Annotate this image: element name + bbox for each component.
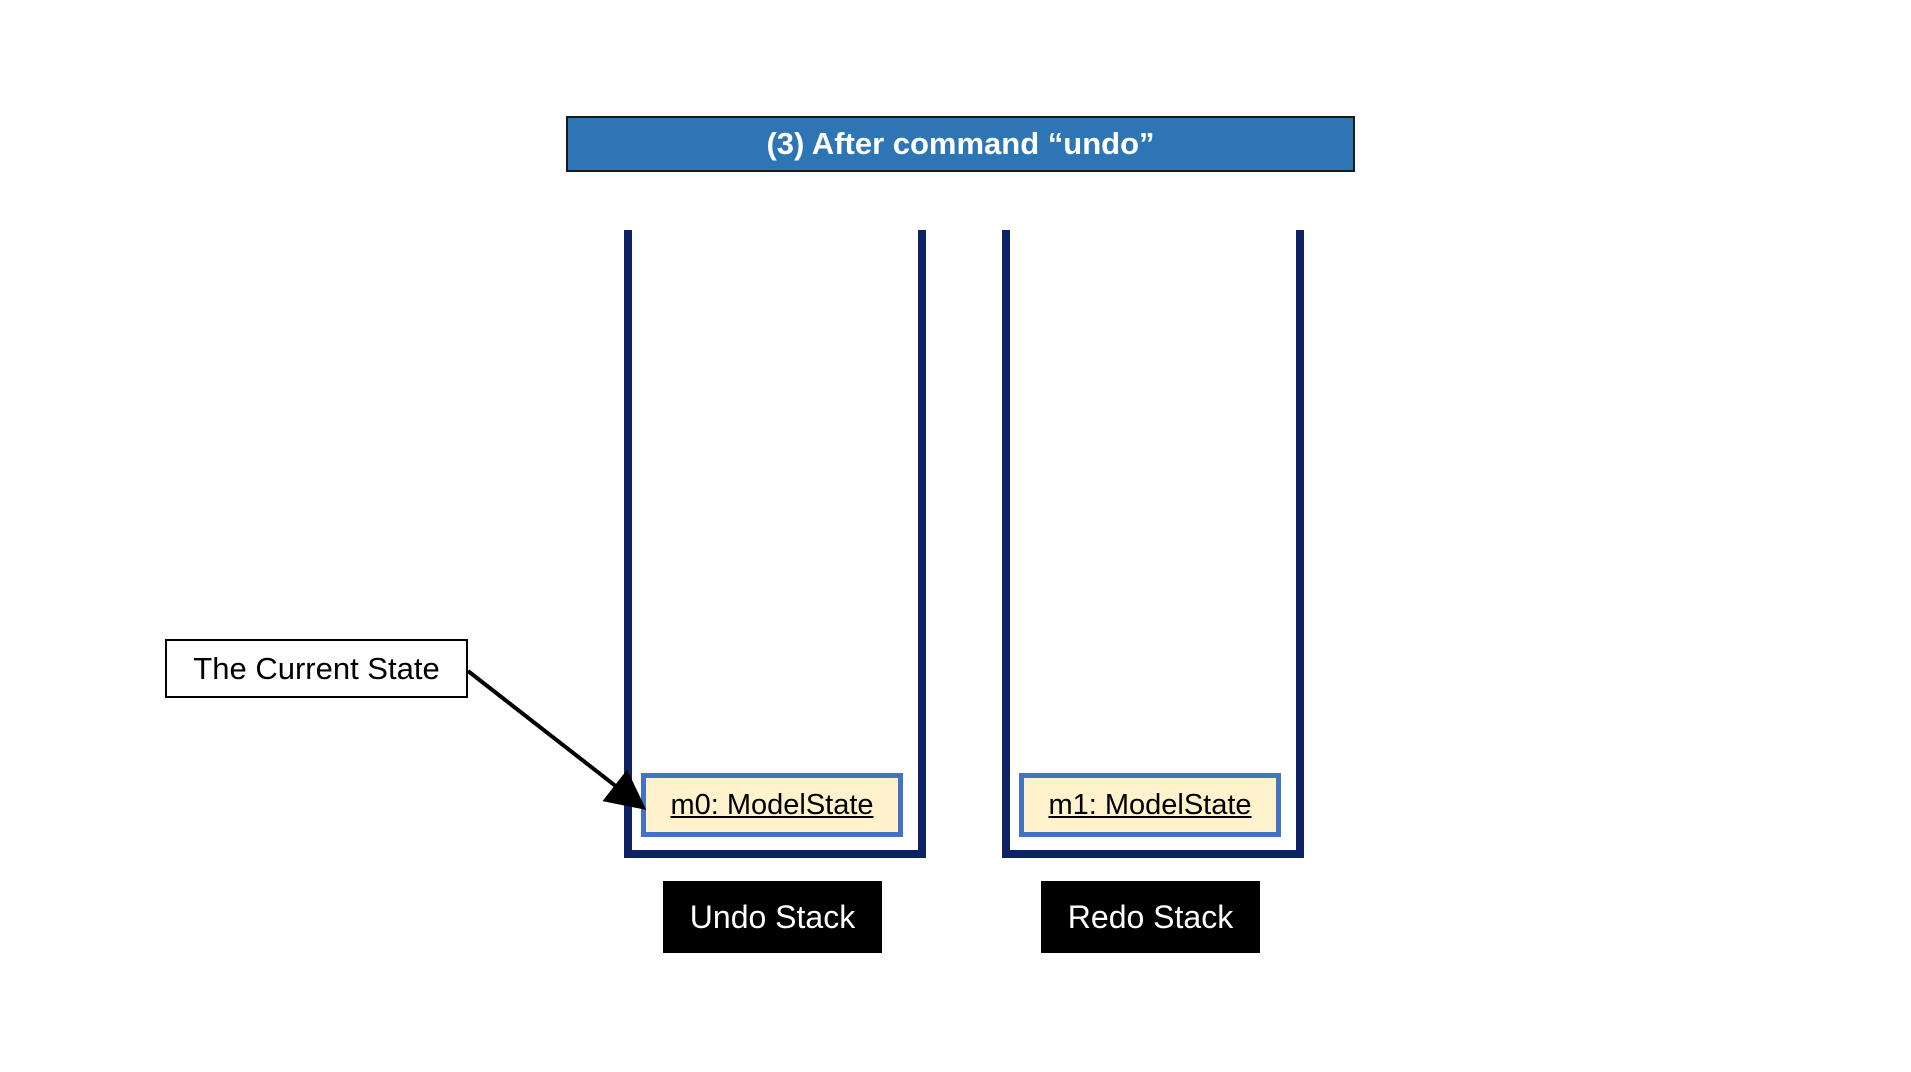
diagram-title: (3) After command “undo” (566, 116, 1355, 172)
undo-stack-container (624, 230, 926, 858)
pointer-arrow-line (466, 669, 647, 810)
redo-stack-container (1002, 230, 1304, 858)
redo-stack-label: Redo Stack (1041, 881, 1260, 953)
undo-stack-item-m0: m0: ModelState (641, 773, 903, 837)
current-state-callout: The Current State (165, 639, 468, 698)
redo-stack-item-m1: m1: ModelState (1019, 773, 1281, 837)
undo-stack-label: Undo Stack (663, 881, 882, 953)
